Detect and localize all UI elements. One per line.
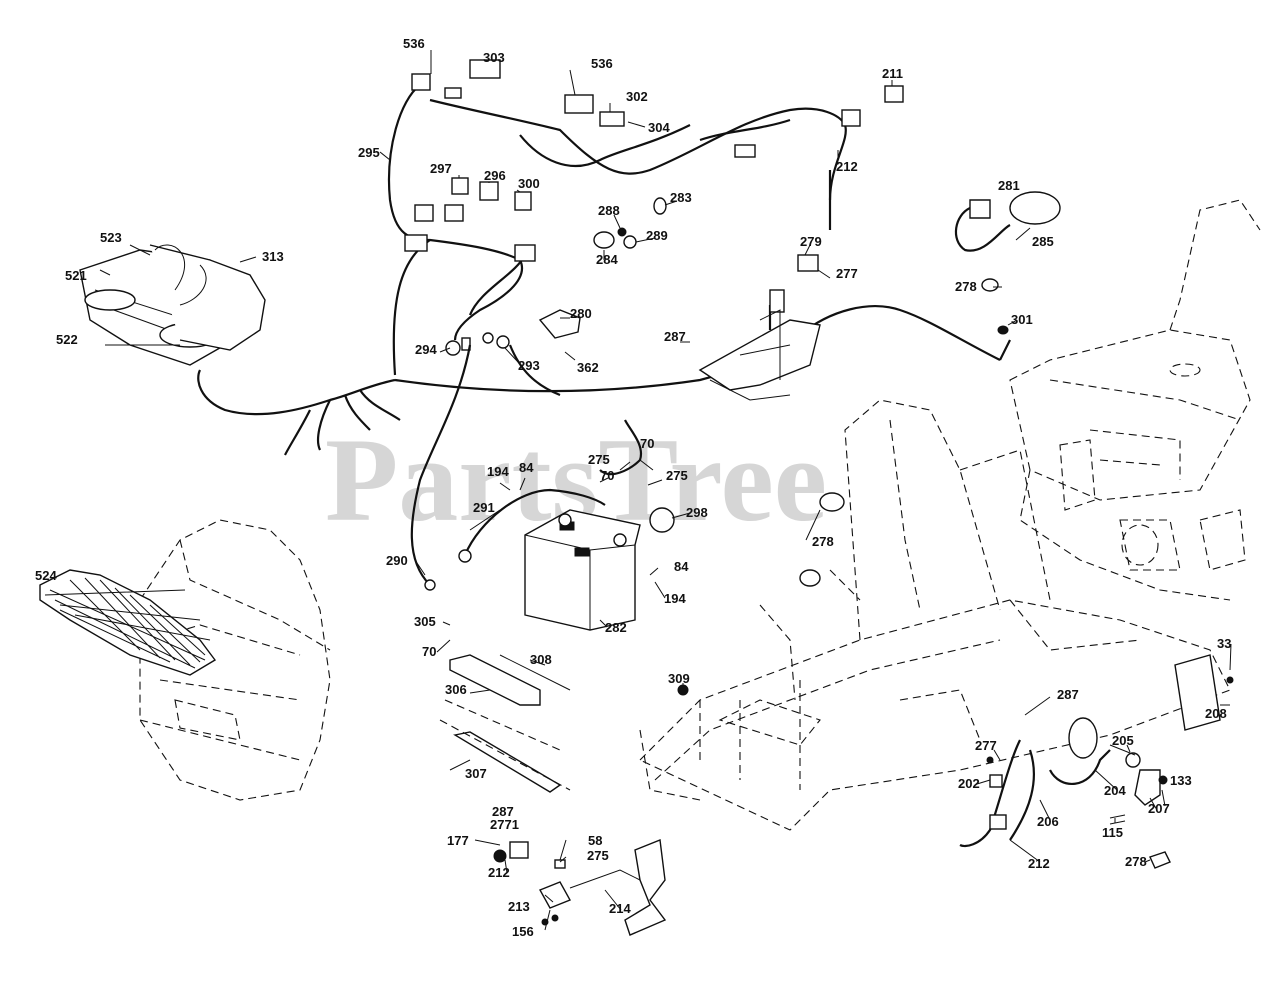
leader-lines <box>99 50 1232 931</box>
label-536: 536 <box>591 56 613 71</box>
label-278-low: 278 <box>1125 854 1147 869</box>
label-58: 58 <box>588 833 602 848</box>
label-281: 281 <box>998 178 1020 193</box>
label-522: 522 <box>56 332 78 347</box>
label-524: 524 <box>35 568 57 583</box>
light-switch-parts <box>493 839 667 936</box>
label-313: 313 <box>262 249 284 264</box>
seat-switch-parts <box>959 654 1234 869</box>
bracket-287 <box>698 309 821 401</box>
label-213: 213 <box>508 899 530 914</box>
label-523: 523 <box>100 230 122 245</box>
battery-282 <box>524 509 641 631</box>
label-288: 288 <box>598 203 620 218</box>
label-194-top: 194 <box>487 464 509 479</box>
label-212-top: 212 <box>836 159 858 174</box>
label-204: 204 <box>1104 783 1126 798</box>
label-208: 208 <box>1205 706 1227 721</box>
label-287-right: 287 <box>664 329 686 344</box>
label-33: 33 <box>1217 636 1231 651</box>
label-296: 296 <box>484 168 506 183</box>
label-214: 214 <box>609 901 631 916</box>
label-303: 303 <box>483 50 505 65</box>
label-302: 302 <box>626 89 648 104</box>
label-301: 301 <box>1011 312 1033 327</box>
grille-part-524 <box>39 569 217 676</box>
label-521: 521 <box>65 268 87 283</box>
label-84-mid: 84 <box>674 559 689 574</box>
label-211: 211 <box>882 66 903 81</box>
label-306: 306 <box>445 682 467 697</box>
label-275-top: 275 <box>588 452 610 467</box>
label-293: 293 <box>518 358 540 373</box>
label-206: 206 <box>1037 814 1059 829</box>
label-277-low: 2771 <box>490 817 519 832</box>
label-536-top: 536 <box>403 36 425 51</box>
label-297: 297 <box>430 161 452 176</box>
label-70-low: 70 <box>422 644 436 659</box>
label-309: 309 <box>668 671 690 686</box>
label-156: 156 <box>512 924 534 939</box>
label-289: 289 <box>646 228 668 243</box>
label-194-mid: 194 <box>664 591 686 606</box>
label-205: 205 <box>1112 733 1134 748</box>
label-212-low: 212 <box>488 865 510 880</box>
label-133: 133 <box>1170 773 1192 788</box>
label-279: 279 <box>800 234 822 249</box>
label-115: 115 <box>1102 825 1123 840</box>
wiring-harness <box>197 84 1011 456</box>
label-275-mid: 275 <box>666 468 688 483</box>
label-304: 304 <box>648 120 670 135</box>
label-290: 290 <box>386 553 408 568</box>
label-202: 202 <box>958 776 980 791</box>
headlight-assembly <box>79 244 266 366</box>
label-285: 285 <box>1032 234 1054 249</box>
label-280: 280 <box>570 306 592 321</box>
tractor-frame <box>639 199 1261 831</box>
label-362: 362 <box>577 360 599 375</box>
label-287-mid: 287 <box>1057 687 1079 702</box>
label-84-top: 84 <box>519 460 534 475</box>
harness-components <box>404 59 1061 696</box>
label-278-mid: 278 <box>812 534 834 549</box>
label-291: 291 <box>473 500 495 515</box>
label-207: 207 <box>1148 801 1170 816</box>
label-283: 283 <box>670 190 692 205</box>
label-287-low: 287 <box>492 804 514 819</box>
label-70-top: 70 <box>640 436 654 451</box>
label-70-mid: 70 <box>600 468 614 483</box>
battery-holddown <box>439 654 571 793</box>
label-282: 282 <box>605 620 627 635</box>
label-278-top: 278 <box>955 279 977 294</box>
label-277-top: 277 <box>836 266 858 281</box>
label-177: 177 <box>447 833 469 848</box>
label-212-right: 212 <box>1028 856 1050 871</box>
label-307: 307 <box>465 766 487 781</box>
part-labels: 536 303 536 302 304 211 212 295 297 296 … <box>35 36 1231 939</box>
label-305: 305 <box>414 614 436 629</box>
label-284: 284 <box>596 252 618 267</box>
label-294: 294 <box>415 342 437 357</box>
label-275-low: 275 <box>587 848 609 863</box>
label-277-mid: 277 <box>975 738 997 753</box>
label-300: 300 <box>518 176 540 191</box>
label-298: 298 <box>686 505 708 520</box>
label-295: 295 <box>358 145 380 160</box>
label-308: 308 <box>530 652 552 667</box>
